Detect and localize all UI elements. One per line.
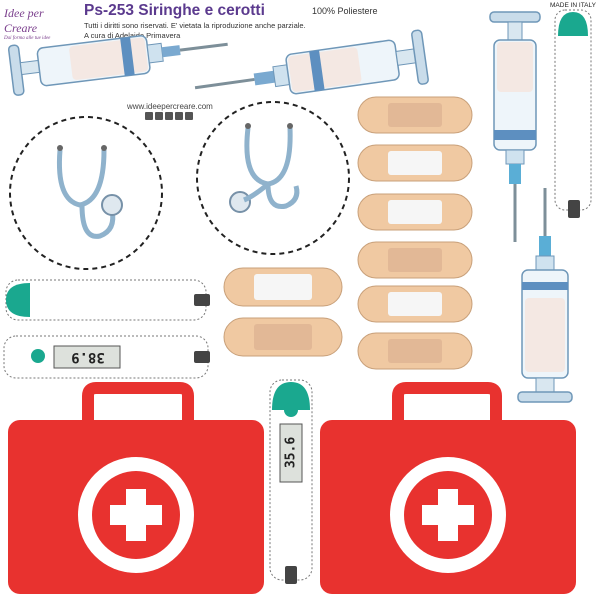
stethoscope-left — [9, 116, 163, 270]
copyright-notice: Tutti i diritti sono riservati. E' vieta… — [84, 21, 306, 41]
facebook-icon[interactable] — [145, 112, 153, 120]
first-aid-kit-right — [320, 382, 576, 594]
pinterest-icon[interactable] — [175, 112, 183, 120]
first-aid-kit-left — [8, 382, 264, 594]
notice-line: A cura di Adelaide Primavera — [84, 31, 181, 40]
website-link[interactable]: www.ideepercreare.com — [127, 102, 213, 111]
material-label: 100% Poliestere — [312, 6, 378, 16]
stethoscope-right — [196, 101, 350, 255]
thermometer-top-right — [554, 9, 592, 218]
thermometer-left-top — [5, 279, 210, 321]
notice-line: Tutti i diritti sono riservati. E' vieta… — [84, 21, 306, 30]
brand-logo: Idee per Creare Dai forma alle tue idee — [4, 2, 78, 41]
made-in-label: MADE IN ITALY — [550, 2, 596, 9]
youtube-icon[interactable] — [165, 112, 173, 120]
syringe-right-top — [489, 11, 541, 242]
thermometer-left-digital — [3, 335, 210, 379]
logo-tagline: Dai forma alle tue idee — [4, 36, 51, 41]
logo-name: Idee per Creare — [4, 6, 44, 35]
syringe-top-left — [7, 35, 228, 96]
syringe-top-center — [194, 29, 429, 95]
page-title: Ps-253 Siringhe e cerotti — [84, 2, 265, 19]
instagram-icon[interactable] — [185, 112, 193, 120]
twitter-icon[interactable] — [155, 112, 163, 120]
thermometer-center-digital — [269, 379, 313, 584]
syringe-right-bottom — [517, 188, 573, 403]
social-icons — [145, 112, 193, 120]
